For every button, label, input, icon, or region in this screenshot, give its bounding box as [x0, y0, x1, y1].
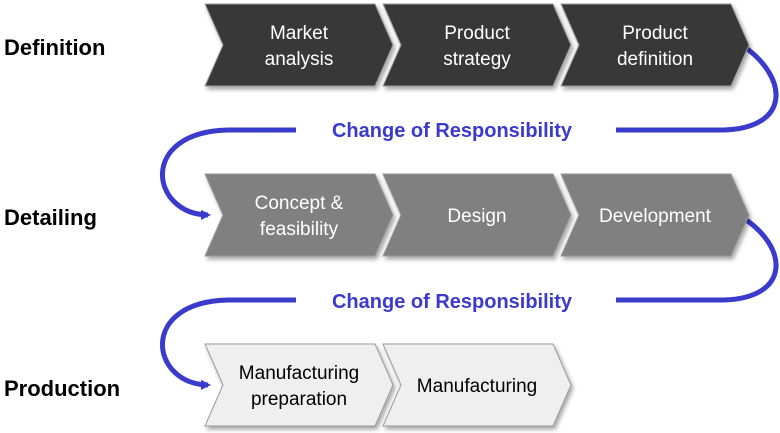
step-label-line: preparation	[251, 389, 347, 410]
handover-label-1: Change of Responsibility	[332, 120, 573, 142]
handover-label-2: Change of Responsibility	[332, 291, 573, 313]
handover-connector-2-right	[616, 214, 779, 303]
phase-rows: Market analysis Product strategy Product defi…	[204, 3, 750, 427]
step-label-line: analysis	[265, 49, 334, 70]
chevron-shape	[382, 3, 572, 87]
phase-row-production: Manufacturing preparation Manufacturing	[204, 343, 572, 427]
step-label-line: Manufacturing	[239, 363, 359, 384]
phase-label-detailing: Detailing	[4, 205, 97, 230]
step-label-line: Manufacturing	[417, 376, 537, 397]
process-step: Manufacturing	[382, 343, 572, 427]
chevron-shape	[560, 3, 750, 87]
process-step: Concept & feasibility	[204, 173, 394, 257]
phase-row-detailing: Concept & feasibility Design Development	[204, 173, 750, 257]
step-label-line: Design	[447, 206, 506, 227]
step-label-line: Development	[599, 206, 712, 227]
step-label-line: Product	[622, 23, 688, 44]
process-step: Manufacturing preparation	[204, 343, 394, 427]
phase-label-definition: Definition	[4, 35, 105, 60]
chevron-shape	[204, 173, 394, 257]
responsibility-flows	[160, 42, 779, 390]
process-step: Product strategy	[382, 3, 572, 87]
handover-connector-1-right	[616, 42, 779, 133]
handover-connector-1-left	[160, 127, 296, 220]
chevron-shape	[560, 173, 750, 257]
step-label-line: Concept &	[255, 193, 344, 214]
step-label-line: feasibility	[260, 219, 339, 240]
step-label-line: strategy	[443, 49, 511, 70]
chevron-shape	[382, 173, 572, 257]
chevron-shape	[382, 343, 572, 427]
process-step: Development	[560, 173, 750, 257]
chevron-shape	[204, 343, 394, 427]
process-step: Design	[382, 173, 572, 257]
handover-connector-2-left	[160, 297, 296, 390]
phase-label-production: Production	[4, 376, 120, 401]
chevron-shape	[204, 3, 394, 87]
process-step: Market analysis	[204, 3, 394, 87]
phase-row-definition: Market analysis Product strategy Product defi…	[204, 3, 750, 87]
step-label-line: Market	[270, 23, 329, 44]
step-label-line: definition	[617, 49, 693, 70]
step-label-line: Product	[444, 23, 510, 44]
process-step: Product definition	[560, 3, 750, 87]
